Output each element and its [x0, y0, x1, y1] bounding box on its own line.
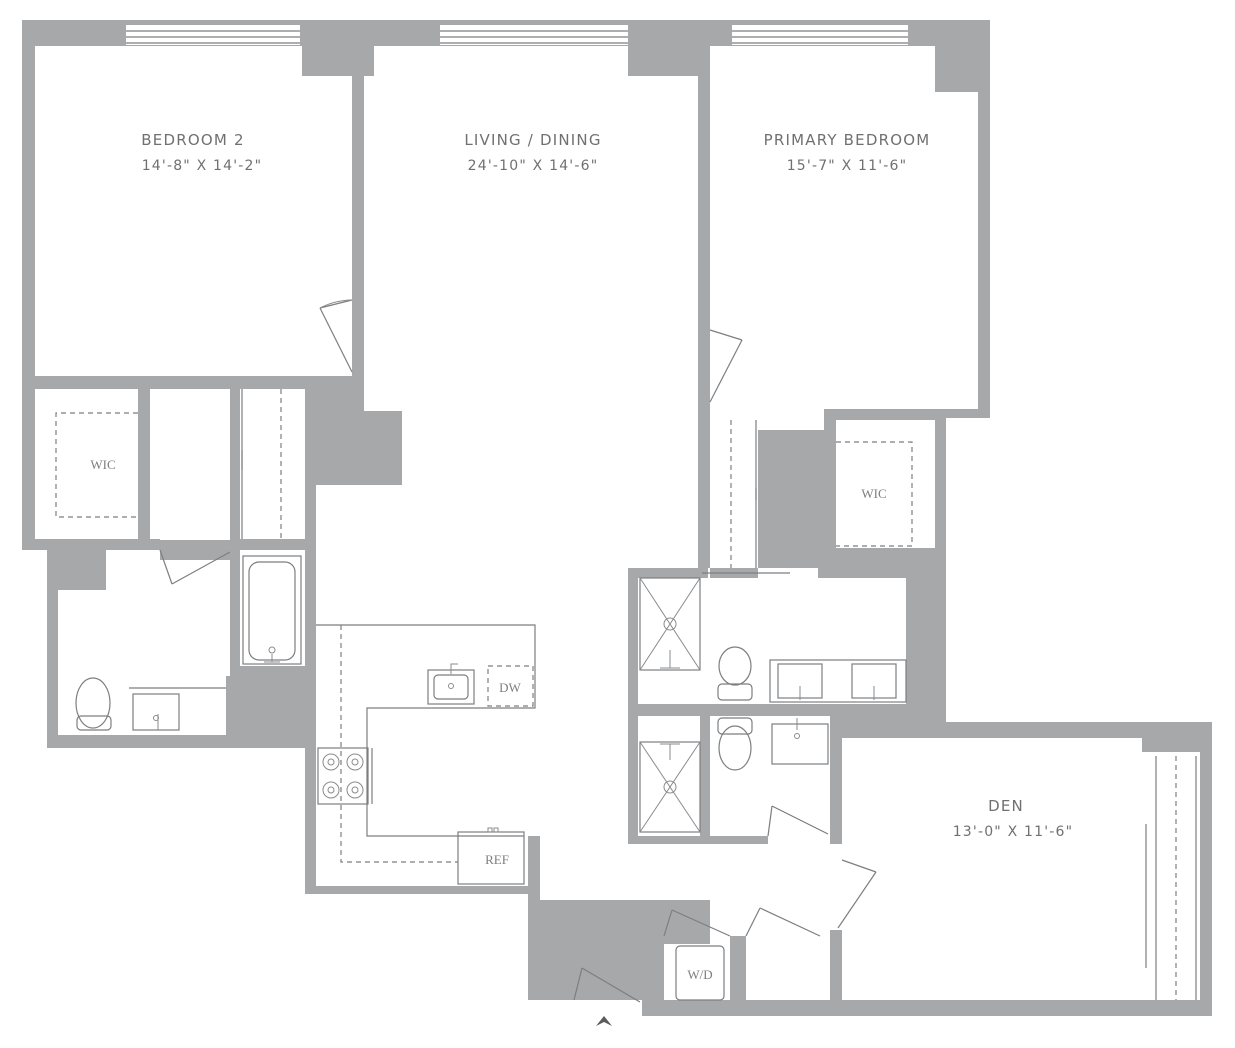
bath2-fixtures — [639, 717, 829, 833]
primary-bath-fixtures — [639, 577, 907, 703]
vanity-primary — [769, 659, 907, 703]
washer-dryer-icon — [675, 945, 725, 1001]
left-bath-fixtures — [75, 555, 302, 731]
labels: BEDROOM 2 14'-8" X 14'-2" LIVING / DININ… — [90, 131, 1074, 982]
closet-wic-left — [55, 412, 138, 518]
windows — [126, 25, 1197, 1000]
window-den — [1145, 756, 1197, 1000]
room-name-den: DEN — [988, 797, 1024, 815]
door-bedroom2 — [319, 299, 353, 373]
label-wd: W/D — [687, 967, 712, 982]
closet-wic-right — [836, 441, 913, 547]
door-left-bath — [159, 549, 231, 585]
shower-icon — [639, 741, 701, 833]
kitchen — [316, 624, 536, 885]
room-dims-primary: 15'-7" X 11'-6" — [787, 158, 908, 174]
window-bedroom2 — [126, 25, 300, 45]
door-primary — [709, 329, 743, 403]
closets — [55, 389, 913, 574]
range-icon — [317, 747, 373, 805]
window-primary — [732, 25, 908, 45]
label-dw: DW — [499, 680, 521, 695]
room-dims-den: 13'-0" X 11'-6" — [953, 824, 1074, 840]
label-ref: REF — [485, 852, 509, 867]
room-name-primary: PRIMARY BEDROOM — [764, 131, 931, 149]
room-name-bedroom2: BEDROOM 2 — [141, 131, 244, 149]
room-interiors — [35, 46, 1200, 1000]
room-dims-bedroom2: 14'-8" X 14'-2" — [142, 158, 263, 174]
interior-walls — [22, 20, 1200, 1016]
door-bath2 — [767, 805, 829, 837]
door-wd — [663, 907, 821, 937]
shower-icon — [639, 577, 701, 671]
refrigerator-icon — [457, 827, 525, 885]
entry-arrow-icon — [596, 1016, 612, 1026]
doors — [159, 299, 877, 1026]
sink-icon — [427, 663, 475, 705]
window-living — [440, 25, 628, 45]
label-wic-left: WIC — [90, 457, 115, 472]
toilet-icon — [75, 677, 112, 731]
toilet-icon — [717, 646, 753, 701]
room-dims-living: 24'-10" X 14'-6" — [468, 158, 599, 174]
bathtub-icon — [242, 555, 302, 665]
vanity-left — [129, 687, 226, 731]
closet-linen-left — [241, 389, 282, 539]
toilet-icon — [717, 717, 753, 771]
vanity-bath2 — [771, 718, 829, 765]
closet-linen-right — [702, 420, 790, 574]
room-name-living: LIVING / DINING — [464, 131, 601, 149]
door-den — [837, 859, 877, 929]
label-wic-right: WIC — [861, 486, 886, 501]
door-entry — [573, 967, 641, 1003]
